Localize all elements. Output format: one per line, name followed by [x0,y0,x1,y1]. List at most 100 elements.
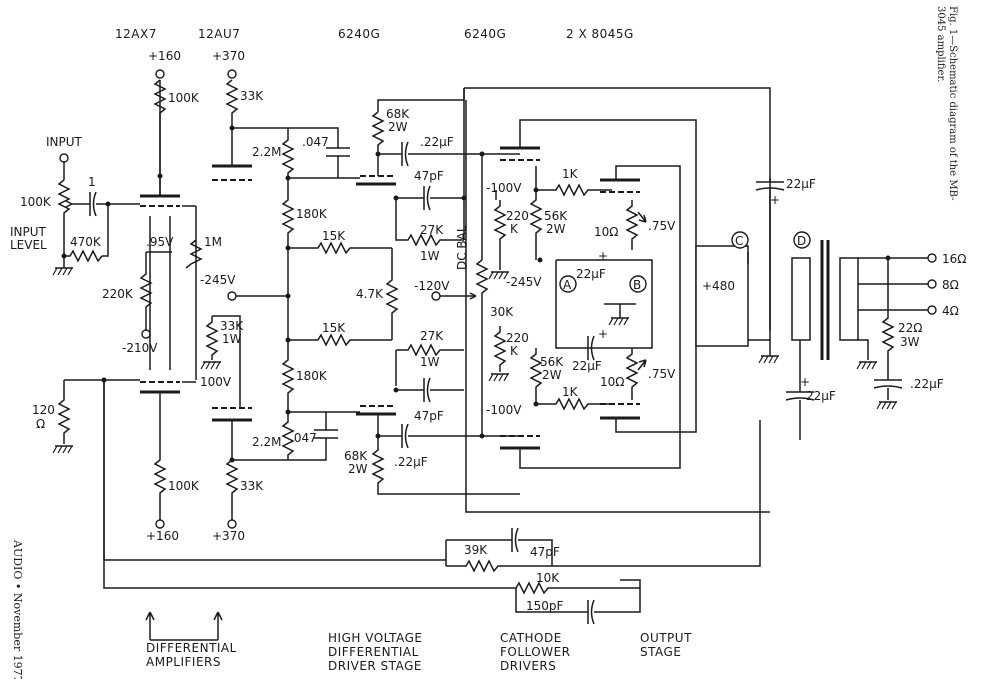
r10-bot-label: 10Ω [600,375,624,389]
r33k-1w-label-b: 1W [222,332,242,346]
r27k-top-a: 27K [420,223,444,237]
c47p-bot [396,377,464,403]
r2-2m-top [281,128,295,178]
stage-hv-2: DIFFERENTIAL [328,645,419,659]
input-section: INPUT 100K INPUT LEVEL 1 470K 220K -210V… [10,135,174,454]
c150pf-feedback [515,579,641,625]
r15k-b-label: 15K [322,321,346,335]
r27k-1w-top [395,198,464,247]
c22uf-mid-bot-label: 22µF [572,359,602,373]
r10-ohm-bot [625,348,639,400]
output-16: 16Ω [942,252,966,266]
tube-12au7: +370 33K 1M -245V 33K 1W 100V 33K +370 [185,49,288,543]
c22uf-right-top [755,178,785,191]
r120-label-2: Ω [36,417,45,431]
tube-label-6240g-a: 6240G [338,27,380,41]
stage-hv-1: HIGH VOLTAGE [328,631,422,645]
stage-cf-1: CATHODE [500,631,562,645]
figure-caption: Fig. 1—Schematic diagram of the MB- 3045… [935,6,958,200]
r27k-bot-a: 27K [420,329,444,343]
caption-line-2: 3045 amplifier. [935,6,946,82]
r220k-label: 220K [102,287,134,301]
r10-top-label: 10Ω [594,225,618,239]
v75-top-label: .75V [648,219,676,233]
r220k-top-b: K [510,222,519,236]
c22uf-mid-top: 22µF [576,267,606,281]
r56k-bot-a: 56K [540,355,564,369]
transformer-secondary [839,257,859,341]
stage-diff-2: AMPLIFIERS [146,655,221,669]
r22-out-b: 3W [900,335,920,349]
pot-30k-dc-bal [475,259,489,330]
c47p-bot-label: 47pF [414,409,444,423]
c047-top [288,127,350,178]
c22uf-right-top-label: 22µF [786,177,816,191]
fb-r10k-label: 10K [536,571,560,585]
tube-12ax7: +160 100K 100K +160 [103,49,200,560]
c047-top-label: .047 [302,135,329,149]
r33k-1w [205,316,219,360]
c22uf-right-bot-label: 22µF [806,389,836,403]
c22-top [377,141,520,176]
r1k-top-label: 1K [562,167,579,181]
plus-right-top: + [770,193,780,207]
r22m-bot-label: 2.2M [252,435,281,449]
tube-6240g-driver: 68K 2W .22µF 47pF 27K 1W DC BAL 27K 1W 4… [344,87,771,513]
plus160-top-label: +160 [148,49,181,63]
r180k-a [281,178,295,248]
feedback-network: 47pF 39K 10K 150pF [103,380,761,625]
r68k-2w-top [371,111,385,154]
r100k-top-label: 100K [168,91,200,105]
plus480-label: +480 [702,279,735,293]
r100k-bot-label: 100K [168,479,200,493]
tube-label-12ax7: 12AX7 [115,27,157,41]
minus245-b-label: -245V [506,275,542,289]
output-4-terminal [927,305,937,315]
r68k-top-b: 2W [388,120,408,134]
r33k-bot-label: 33K [240,479,264,493]
r1k-top [535,166,612,197]
marker-b: B [633,278,641,292]
input-label: INPUT [46,135,83,149]
r220k-top-a: 220 [506,209,529,223]
stage-out-1: OUTPUT [640,631,692,645]
r180k-b-label: 180K [296,369,328,383]
v75-bot-label: .75V [648,367,676,381]
c22-out [873,372,903,400]
tube-8045g-output: 10Ω .75V + 22µF A B + 22µF 10Ω .75V [555,165,697,433]
r33k-top [225,79,239,166]
r100k-plate-bottom [153,392,167,520]
marker-a: A [563,278,572,292]
r33k-1w-label-a: 33K [220,319,244,333]
c22-bot [378,423,520,449]
r22-ohm-3w [881,258,895,372]
output-8-terminal [927,279,937,289]
r68k-top-a: 68K [386,107,410,121]
r220k-bot-b: K [510,344,519,358]
r10-ohm-top [625,200,639,250]
c22-out-label: .22µF [910,377,944,391]
r1m-grid [185,206,203,380]
r15k-b [288,333,392,347]
r33k-top-label: 33K [240,89,264,103]
r1m-label: 1M [204,235,222,249]
journal-label: AUDIO • November 1977 [11,539,24,679]
pot-value: 100K [20,195,52,209]
stage-cf-2: FOLLOWER [500,645,571,659]
minus100-top-label: -100V [486,181,522,195]
r120-label-1: 120 [32,403,55,417]
output-transformer: +480 C 22µF + + 22µF D 16Ω 8Ω 4Ω 22Ω 3W … [695,177,966,440]
input-coupling-cap [89,191,97,217]
output-8: 8Ω [942,278,959,292]
c047-bot-label: .047 [290,431,317,445]
plus-sign-a: + [598,249,608,263]
plus370-top-label: +370 [212,49,245,63]
r180k-a-label: 180K [296,207,328,221]
stage-diff-1: DIFFERENTIAL [146,641,237,655]
box-ab [555,259,653,349]
r56k-top-b: 2W [546,222,566,236]
c047-bot [288,412,338,461]
r2-2m-bot [281,412,295,460]
r68k-bot-b: 2W [348,462,368,476]
